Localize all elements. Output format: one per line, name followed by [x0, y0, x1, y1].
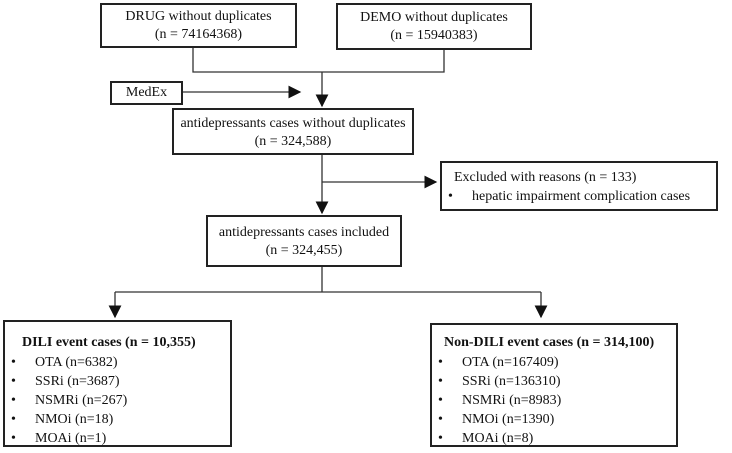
dili-item: NMOi (n=18): [5, 410, 230, 429]
excluded-item: hepatic impairment complication cases: [442, 187, 716, 206]
included-title: antidepressants cases included: [218, 225, 390, 240]
included-count: (n = 324,455): [265, 243, 343, 258]
excluded-title: Excluded with reasons (n = 133): [454, 170, 637, 185]
dili-item: OTA (n=6382): [5, 353, 230, 372]
demo-count: (n = 15940383): [390, 28, 478, 43]
cases-title: antidepressants cases without duplicates: [180, 116, 406, 131]
demo-box: DEMO without duplicates (n = 15940383): [336, 3, 532, 50]
demo-title: DEMO without duplicates: [360, 10, 508, 25]
medex-label: MedEx: [125, 85, 168, 100]
dili-item: MOAi (n=1): [5, 429, 230, 448]
nondili-box: Non-DILI event cases (n = 314,100) OTA (…: [430, 323, 678, 448]
drug-count: (n = 74164368): [154, 27, 243, 42]
medex-box: MedEx: [110, 81, 183, 105]
dili-item: NSMRi (n=267): [5, 391, 230, 410]
nondili-title: Non-DILI event cases (n = 314,100): [444, 335, 655, 350]
nondili-item: OTA (n=167409): [432, 353, 676, 372]
nondili-item: SSRi (n=136310): [432, 372, 676, 391]
drug-title: DRUG without duplicates: [125, 9, 272, 24]
nondili-item: NSMRi (n=8983): [432, 391, 676, 410]
cases-count: (n = 324,588): [254, 134, 332, 149]
dili-box: DILI event cases (n = 10,355) OTA (n=638…: [3, 320, 232, 448]
dili-item: SSRi (n=3687): [5, 372, 230, 391]
split-line: [115, 267, 541, 293]
merge-line: [192, 48, 445, 73]
excluded-box: Excluded with reasons (n = 133) hepatic …: [440, 161, 718, 211]
cases-box: antidepressants cases without duplicates…: [172, 108, 414, 155]
nondili-item: MOAi (n=8): [432, 429, 676, 448]
dili-title: DILI event cases (n = 10,355): [22, 335, 196, 350]
nondili-item: NMOi (n=1390): [432, 410, 676, 429]
drug-box: DRUG without duplicates (n = 74164368): [100, 3, 297, 48]
included-box: antidepressants cases included (n = 324,…: [206, 215, 402, 267]
